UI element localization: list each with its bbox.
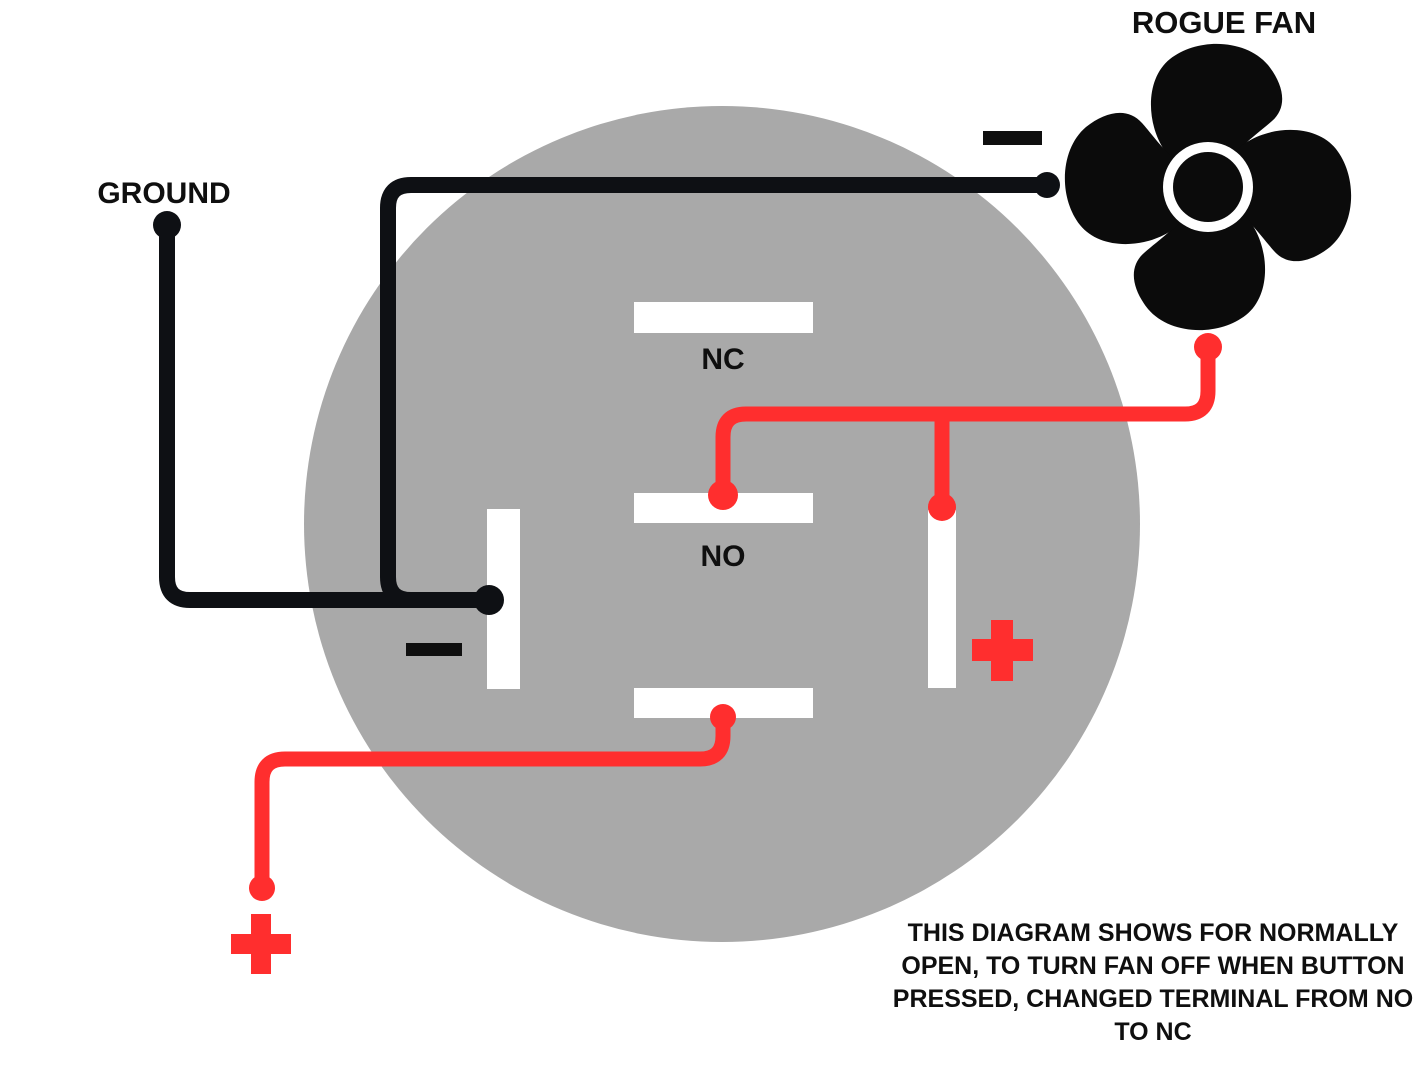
positive-terminal-dot <box>928 493 956 521</box>
ground-label: GROUND <box>97 177 230 210</box>
switch-body-circle <box>304 106 1140 942</box>
fan-label: ROGUE FAN <box>1132 5 1316 40</box>
no-terminal-label: NO <box>701 540 746 573</box>
switch-plus-icon <box>972 620 1033 681</box>
fan-negative-dot <box>1034 172 1060 198</box>
common-terminal-dot <box>710 704 736 730</box>
terminal-nc <box>634 302 813 333</box>
note-line-1: THIS DIAGRAM SHOWS FOR NORMALLY <box>908 919 1399 947</box>
ground-wire <box>159 225 489 608</box>
fan-minus-icon <box>983 131 1042 145</box>
negative-terminal-dot <box>474 585 504 615</box>
ground-connection-dot <box>153 211 181 239</box>
fan-negative-wire <box>380 177 1047 608</box>
switch-minus-icon <box>406 643 462 656</box>
fan-positive-wire <box>715 347 1216 495</box>
note-line-4: TO NC <box>1114 1018 1191 1046</box>
supply-plus-icon <box>231 914 291 974</box>
supply-positive-dot <box>249 875 275 901</box>
note-line-2: OPEN, TO TURN FAN OFF WHEN BUTTON <box>901 952 1404 980</box>
fan-icon <box>1064 43 1352 331</box>
fan-positive-dot <box>1194 333 1222 361</box>
note-line-3: PRESSED, CHANGED TERMINAL FROM NO <box>893 985 1413 1013</box>
diagram-note: THIS DIAGRAM SHOWS FOR NORMALLY OPEN, TO… <box>893 919 1413 1046</box>
no-terminal-dot <box>708 480 738 510</box>
terminal-lamp-positive <box>928 510 956 688</box>
fan-hub <box>1173 152 1243 222</box>
positive-supply-wire <box>254 717 731 888</box>
nc-terminal-label: NC <box>701 343 744 376</box>
